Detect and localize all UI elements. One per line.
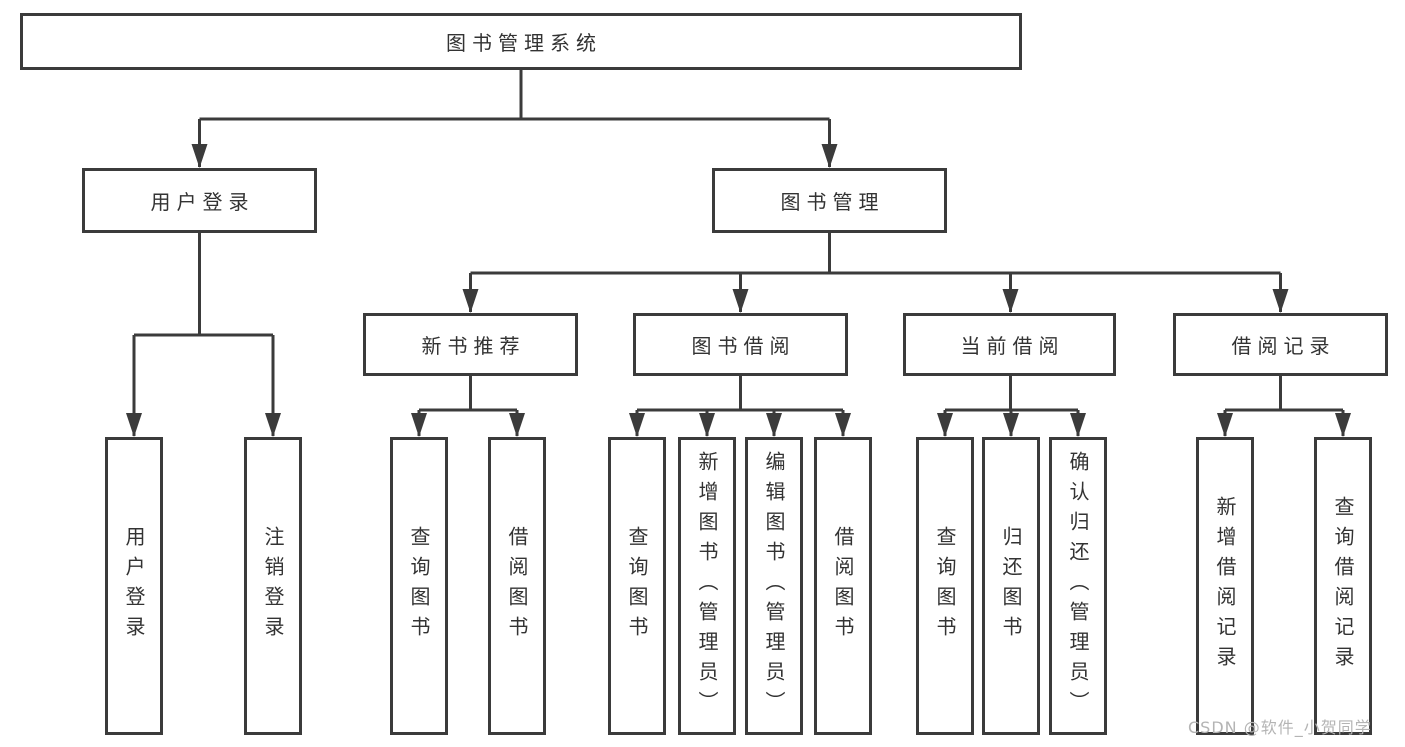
connector-book-borrow-to-leaves xyxy=(629,376,851,437)
node-leaf-borrow-books-recommend: 借阅图书 xyxy=(488,437,546,735)
node-leaf-logout: 注销登录 xyxy=(244,437,302,735)
node-leaf-query-books-current: 查询图书 xyxy=(916,437,974,735)
watermark-text: CSDN @软件_小贺同学 xyxy=(1188,718,1372,737)
node-leaf-add-borrow-record: 新增借阅记录 xyxy=(1196,437,1254,735)
node-leaf-query-books-current-label: 查询图书 xyxy=(933,526,957,646)
node-leaf-borrow-books: 借阅图书 xyxy=(814,437,872,735)
node-leaf-query-borrow-record: 查询借阅记录 xyxy=(1314,437,1372,735)
node-leaf-add-book-admin: 新增图书（管理员） xyxy=(678,437,736,735)
node-book-borrow-label: 图书借阅 xyxy=(691,334,796,358)
node-leaf-edit-book-admin: 编辑图书（管理员） xyxy=(745,437,803,735)
node-new-book-recommend: 新书推荐 xyxy=(363,313,578,376)
connector-user-login-to-leaves xyxy=(126,233,281,437)
node-root-label: 图书管理系统 xyxy=(446,31,602,55)
node-leaf-query-books-borrow-label: 查询图书 xyxy=(625,526,649,646)
node-book-management-label: 图书管理 xyxy=(780,190,885,214)
connector-borrow-records-to-leaves xyxy=(1217,376,1351,437)
connector-current-borrow-to-leaves xyxy=(937,376,1086,437)
node-user-login-label: 用户登录 xyxy=(150,190,255,214)
node-book-borrow: 图书借阅 xyxy=(633,313,848,376)
node-leaf-user-login: 用户登录 xyxy=(105,437,163,735)
node-leaf-add-book-admin-label: 新增图书（管理员） xyxy=(695,451,719,721)
connector-new-book-recommend-to-leaves xyxy=(411,376,525,437)
node-leaf-user-login-label: 用户登录 xyxy=(122,526,146,646)
node-leaf-confirm-return-admin: 确认归还（管理员） xyxy=(1049,437,1107,735)
node-leaf-query-books-recommend-label: 查询图书 xyxy=(407,526,431,646)
node-leaf-logout-label: 注销登录 xyxy=(261,526,285,646)
node-leaf-query-books-borrow: 查询图书 xyxy=(608,437,666,735)
node-current-borrow: 当前借阅 xyxy=(903,313,1116,376)
node-leaf-confirm-return-admin-label: 确认归还（管理员） xyxy=(1066,451,1090,721)
node-user-login: 用户登录 xyxy=(82,168,317,233)
node-leaf-borrow-books-recommend-label: 借阅图书 xyxy=(505,526,529,646)
node-leaf-query-borrow-record-label: 查询借阅记录 xyxy=(1331,496,1355,676)
node-leaf-query-books-recommend: 查询图书 xyxy=(390,437,448,735)
node-new-book-recommend-label: 新书推荐 xyxy=(421,334,526,358)
node-leaf-return-book: 归还图书 xyxy=(982,437,1040,735)
node-leaf-add-borrow-record-label: 新增借阅记录 xyxy=(1213,496,1237,676)
node-current-borrow-label: 当前借阅 xyxy=(960,334,1065,358)
node-root-library-system: 图书管理系统 xyxy=(20,13,1022,70)
node-leaf-borrow-books-label: 借阅图书 xyxy=(831,526,855,646)
connector-book-management-to-level2 xyxy=(462,233,1289,313)
node-borrow-records-label: 借阅记录 xyxy=(1231,334,1336,358)
node-leaf-edit-book-admin-label: 编辑图书（管理员） xyxy=(762,451,786,721)
node-leaf-return-book-label: 归还图书 xyxy=(999,526,1023,646)
node-book-management: 图书管理 xyxy=(712,168,947,233)
node-borrow-records: 借阅记录 xyxy=(1173,313,1388,376)
connector-root-to-level1 xyxy=(191,70,838,168)
